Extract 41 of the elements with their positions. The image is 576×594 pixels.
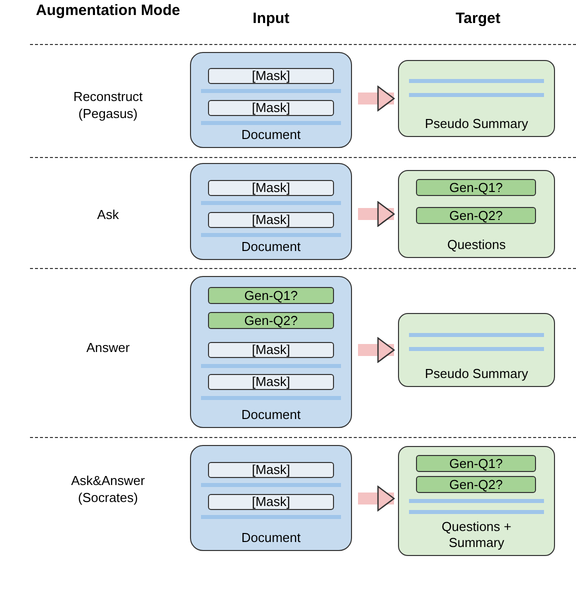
row-label: Answer — [85, 339, 131, 356]
question-box: Gen-Q1? — [416, 455, 536, 472]
target-panel — [398, 446, 555, 556]
question-box: Gen-Q2? — [416, 476, 536, 493]
panel-caption: Document — [240, 127, 302, 143]
target-panel — [398, 313, 555, 387]
panel-caption: Document — [240, 407, 302, 423]
column-header: Input — [252, 10, 290, 28]
question-box: Gen-Q2? — [208, 312, 334, 329]
panel-caption: Document — [240, 239, 302, 255]
column-header: Augmentation Mode — [34, 2, 182, 20]
mask-box: [Mask] — [208, 342, 334, 358]
document-panel — [190, 163, 352, 260]
target-panel — [398, 170, 555, 258]
mask-box: [Mask] — [208, 180, 334, 196]
block-arrow — [358, 86, 395, 112]
block-arrow — [358, 201, 395, 227]
mask-box: [Mask] — [208, 68, 334, 84]
panel-caption: Questions + Summary — [440, 519, 512, 551]
block-arrow — [358, 486, 395, 512]
question-box: Gen-Q2? — [416, 207, 536, 224]
column-header: Target — [454, 10, 502, 28]
mask-box: [Mask] — [208, 462, 334, 478]
document-panel — [190, 445, 352, 551]
row-label: Reconstruct (Pegasus) — [72, 88, 144, 122]
row-label: Ask — [96, 206, 120, 223]
panel-caption: Questions — [446, 237, 507, 253]
row-label: Ask&Answer (Socrates) — [70, 472, 146, 506]
panel-caption: Pseudo Summary — [424, 366, 530, 382]
panel-caption: Pseudo Summary — [424, 116, 530, 132]
block-arrow — [358, 337, 395, 363]
mask-box: [Mask] — [208, 374, 334, 390]
target-panel — [398, 60, 555, 137]
mask-box: [Mask] — [208, 212, 334, 228]
document-panel — [190, 52, 352, 148]
document-panel — [190, 276, 352, 428]
panel-caption: Document — [240, 530, 302, 546]
question-box: Gen-Q1? — [416, 179, 536, 196]
question-box: Gen-Q1? — [208, 287, 334, 304]
mask-box: [Mask] — [208, 100, 334, 116]
mask-box: [Mask] — [208, 494, 334, 510]
